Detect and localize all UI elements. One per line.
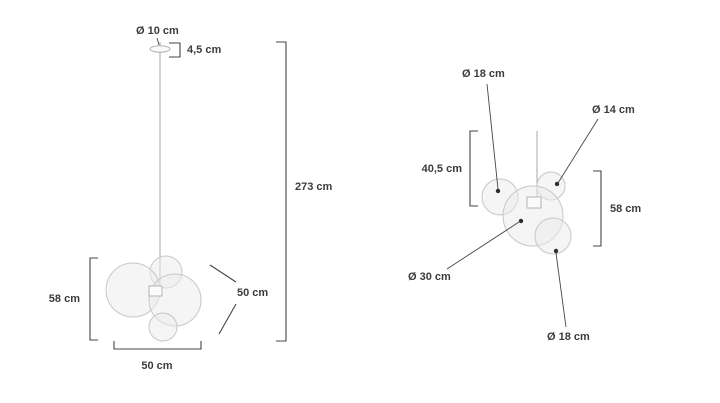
body-depth-label: 50 cm: [237, 287, 268, 299]
total-drop-bracket: [276, 41, 287, 342]
canopy-diameter-label: Ø 10 cm: [136, 25, 179, 37]
upper-section-bracket: [469, 130, 478, 207]
top-sphere-leader: [486, 83, 499, 190]
body-depth-tick-bottom: [218, 303, 237, 335]
top-sphere-label: Ø 18 cm: [462, 68, 505, 80]
body-height-label: 58 cm: [49, 293, 80, 305]
small-sphere-label: Ø 14 cm: [592, 104, 635, 116]
bubble-bottom-small: [148, 312, 178, 342]
total-drop-label: 273 cm: [295, 181, 333, 193]
canopy-height-label: 4,5 cm: [187, 44, 221, 56]
detail-body-height-label: 58 cm: [610, 203, 641, 215]
ceiling-canopy: [149, 45, 171, 53]
large-sphere-leader: [446, 221, 520, 270]
detail-bubble-bottom: [534, 217, 572, 255]
canopy-height-bracket: [169, 42, 181, 58]
small-sphere-dot: [554, 181, 560, 187]
body-depth-tick-top: [209, 264, 237, 283]
right-pendant-detail-diagram: Ø 18 cm Ø 14 cm 40,5 cm 58 cm Ø 30 cm Ø …: [408, 68, 641, 343]
lamp-hardware-node: [148, 285, 163, 297]
large-sphere-dot: [518, 218, 524, 224]
body-width-bracket: [113, 341, 202, 350]
canopy-leader-line: [156, 37, 160, 46]
left-pendant-diagram: Ø 10 cm 4,5 cm 58 cm 50 cm: [49, 25, 333, 372]
bottom-sphere-dot: [553, 248, 559, 254]
detail-body-height-bracket: [593, 170, 602, 247]
bottom-sphere-label: Ø 18 cm: [547, 331, 590, 343]
top-sphere-dot: [495, 188, 501, 194]
large-sphere-label: Ø 30 cm: [408, 271, 451, 283]
detail-hardware-node: [526, 196, 542, 209]
bottom-sphere-leader: [555, 252, 567, 328]
small-sphere-leader: [557, 118, 599, 184]
body-height-bracket: [89, 257, 98, 341]
body-width-label: 50 cm: [141, 360, 172, 372]
upper-section-label: 40,5 cm: [422, 163, 463, 175]
